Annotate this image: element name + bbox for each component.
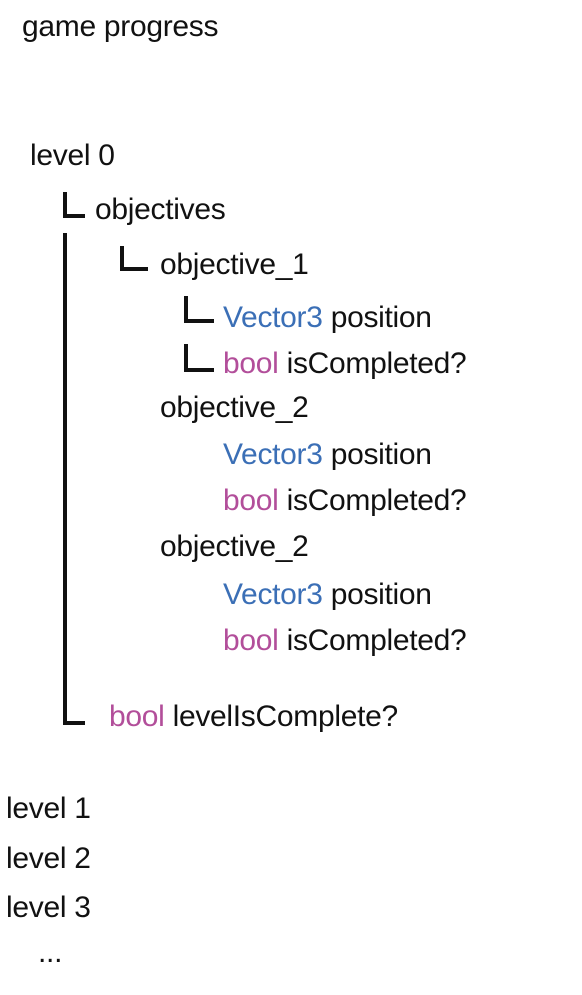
objectives-label: objectives bbox=[95, 193, 226, 226]
objective-2-position-field: Vector3 position bbox=[223, 438, 432, 472]
field-name: isCompleted? bbox=[286, 347, 467, 380]
level-0-label: level 0 bbox=[30, 139, 115, 172]
field-name: isCompleted? bbox=[286, 484, 467, 517]
objective-3-position-field: Vector3 position bbox=[223, 578, 432, 612]
level-2-label: level 2 bbox=[6, 842, 91, 875]
field-name: position bbox=[330, 578, 432, 611]
connector-objective1-completed-vertical bbox=[184, 344, 188, 372]
connector-level0-objectives-horizontal bbox=[63, 214, 85, 218]
type-label: Vector3 bbox=[223, 301, 323, 334]
connector-objective1-completed-horizontal bbox=[184, 368, 214, 372]
type-label: bool bbox=[223, 347, 279, 380]
type-label: bool bbox=[109, 700, 165, 733]
field-name: isCompleted? bbox=[286, 624, 467, 657]
type-label: bool bbox=[223, 484, 279, 517]
objective-2-label: objective_2 bbox=[160, 391, 309, 424]
connector-objectives-objective1-horizontal bbox=[120, 267, 148, 271]
type-label: Vector3 bbox=[223, 438, 323, 471]
connector-level0-main-vertical bbox=[63, 233, 67, 725]
type-label: Vector3 bbox=[223, 578, 323, 611]
connector-level0-complete-horizontal bbox=[63, 721, 85, 725]
objective-1-completed-field: bool isCompleted? bbox=[223, 347, 467, 381]
objective-1-position-field: Vector3 position bbox=[223, 301, 432, 335]
connector-level0-objectives-vertical bbox=[63, 192, 67, 217]
objective-3-completed-field: bool isCompleted? bbox=[223, 624, 467, 658]
diagram-title: game progress bbox=[22, 10, 219, 43]
connector-objective1-position-vertical bbox=[184, 296, 188, 323]
level-complete-field: bool levelIsComplete? bbox=[109, 700, 398, 734]
objective-3-label: objective_2 bbox=[160, 530, 309, 563]
level-1-label: level 1 bbox=[6, 792, 91, 825]
type-label: bool bbox=[223, 624, 279, 657]
objective-1-label: objective_1 bbox=[160, 248, 309, 281]
field-name: position bbox=[330, 301, 432, 334]
ellipsis: ... bbox=[38, 936, 63, 969]
field-name: position bbox=[330, 438, 432, 471]
field-name: levelIsComplete? bbox=[172, 700, 399, 733]
connector-objectives-objective1-vertical bbox=[120, 246, 124, 271]
connector-objective1-position-horizontal bbox=[184, 319, 214, 323]
objective-2-completed-field: bool isCompleted? bbox=[223, 484, 467, 518]
level-3-label: level 3 bbox=[6, 891, 91, 924]
